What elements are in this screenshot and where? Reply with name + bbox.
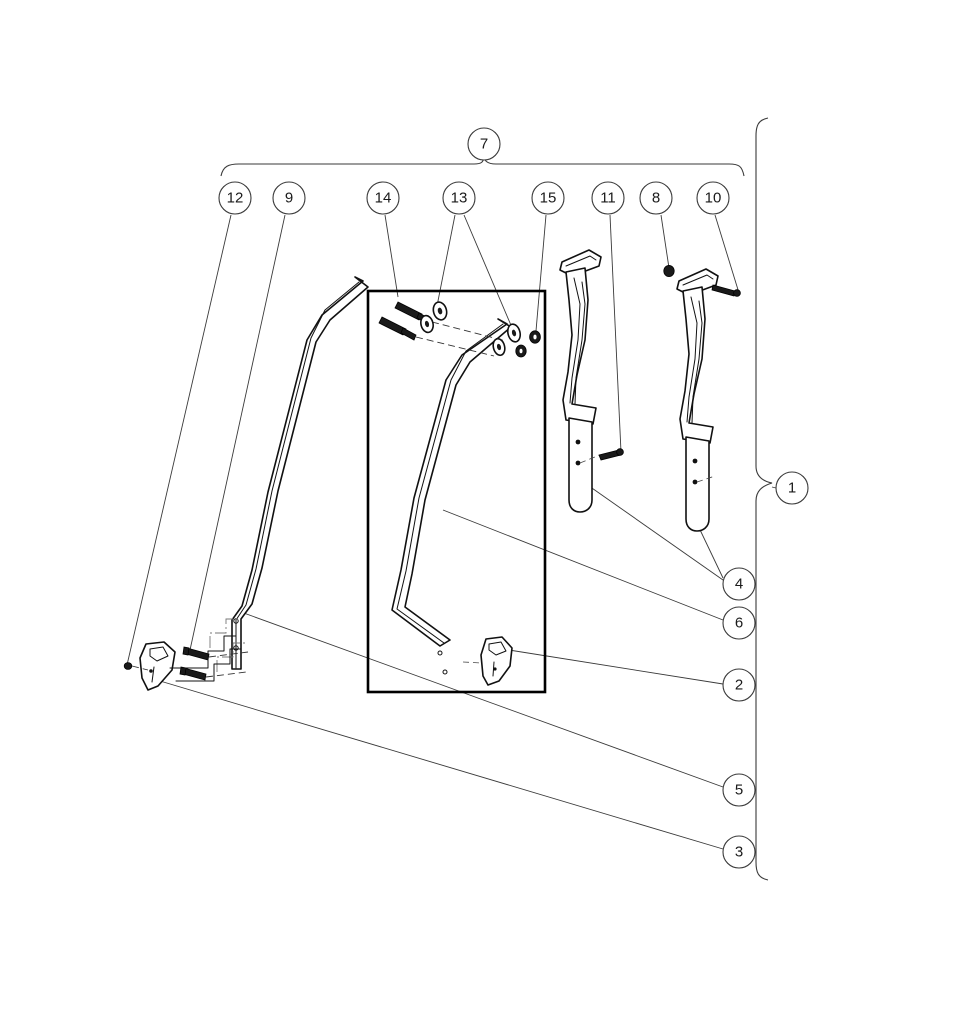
callout-6-label: 6 xyxy=(735,615,743,632)
leader-4a xyxy=(588,485,724,581)
phantom-assembly-outline xyxy=(169,618,245,682)
tube-standard-left xyxy=(231,276,369,670)
leader-2 xyxy=(508,649,724,685)
leader-9 xyxy=(189,214,286,651)
bolt-14-lower xyxy=(378,316,417,341)
leader-lines xyxy=(126,214,740,850)
callout-2-label: 2 xyxy=(735,677,743,694)
bolt-9-upper xyxy=(182,646,210,661)
callout-9-label: 9 xyxy=(285,190,293,207)
leader-11 xyxy=(609,214,622,453)
callout-1-label: 1 xyxy=(788,480,796,497)
shank-left-hole-1 xyxy=(575,439,581,445)
callout-2[interactable]: 2 xyxy=(722,668,756,702)
callout-12[interactable]: 12 xyxy=(218,181,252,215)
callout-8[interactable]: 8 xyxy=(639,181,673,215)
callout-11[interactable]: 11 xyxy=(591,181,625,215)
callout-bubbles[interactable]: 7 12 9 14 13 15 xyxy=(218,127,809,869)
callout-5-label: 5 xyxy=(735,782,743,799)
washer-13-right-upper xyxy=(506,323,522,343)
point-tip-right xyxy=(462,636,513,686)
point-tip-left xyxy=(123,641,176,691)
highlighted-subassembly-box xyxy=(366,289,547,694)
leader-15 xyxy=(535,214,547,332)
tube-r-hole-upper xyxy=(437,650,443,656)
bolt-11 xyxy=(598,448,624,461)
callout-8-label: 8 xyxy=(652,190,660,207)
callout-4[interactable]: 4 xyxy=(722,567,756,601)
shank-right-hole-1 xyxy=(692,458,698,464)
callout-1[interactable]: 1 xyxy=(775,471,809,505)
leader-14 xyxy=(384,214,399,298)
callout-5[interactable]: 5 xyxy=(722,773,756,807)
callout-10-label: 10 xyxy=(705,190,722,207)
leader-13b xyxy=(463,214,514,331)
leader-10 xyxy=(714,214,740,294)
washer-13-upper xyxy=(432,301,448,321)
washer-13-right-lower xyxy=(492,337,506,357)
tube-standard-right xyxy=(391,318,512,675)
nut-15-lower xyxy=(515,344,527,358)
assembly-bracket-1 xyxy=(755,117,777,881)
shank-left-hole-2 xyxy=(575,460,581,466)
leader-13a xyxy=(436,214,456,307)
nut-8 xyxy=(663,264,675,277)
callout-14-label: 14 xyxy=(375,190,392,207)
shank-right-hole-2 xyxy=(692,479,698,485)
nut-15-upper xyxy=(529,330,541,344)
callout-13-label: 13 xyxy=(451,190,468,207)
bolt-12-head xyxy=(123,662,133,670)
bolts-lower-left xyxy=(179,646,249,681)
point-right-hole xyxy=(493,667,497,671)
tube-r-hole-lower xyxy=(442,669,448,675)
leader-3 xyxy=(149,677,724,850)
point-left-hole xyxy=(149,669,153,673)
callout-15[interactable]: 15 xyxy=(531,181,565,215)
callout-7[interactable]: 7 xyxy=(467,127,501,161)
shank-standard-left-part xyxy=(559,249,624,513)
leader-12 xyxy=(126,214,232,666)
callout-14[interactable]: 14 xyxy=(366,181,400,215)
leader-8 xyxy=(660,214,670,269)
hardware-exploded-set xyxy=(378,301,541,358)
callout-12-label: 12 xyxy=(227,190,244,207)
callout-4-label: 4 xyxy=(735,576,743,593)
callout-3-label: 3 xyxy=(735,844,743,861)
callout-10[interactable]: 10 xyxy=(696,181,730,215)
leader-6 xyxy=(442,509,724,621)
callout-6[interactable]: 6 xyxy=(722,606,756,640)
callout-13[interactable]: 13 xyxy=(442,181,476,215)
bolt-10 xyxy=(711,284,741,297)
bolt-9-lower xyxy=(179,666,207,681)
callout-7-label: 7 xyxy=(480,136,488,153)
callout-9[interactable]: 9 xyxy=(272,181,306,215)
callout-3[interactable]: 3 xyxy=(722,835,756,869)
callout-11-label: 11 xyxy=(600,190,616,207)
washer-13-lower xyxy=(420,314,434,334)
callout-15-label: 15 xyxy=(540,190,557,207)
leader-5 xyxy=(240,611,724,788)
shank-standard-right-part xyxy=(663,264,741,532)
tube-hole-lower xyxy=(233,645,239,651)
